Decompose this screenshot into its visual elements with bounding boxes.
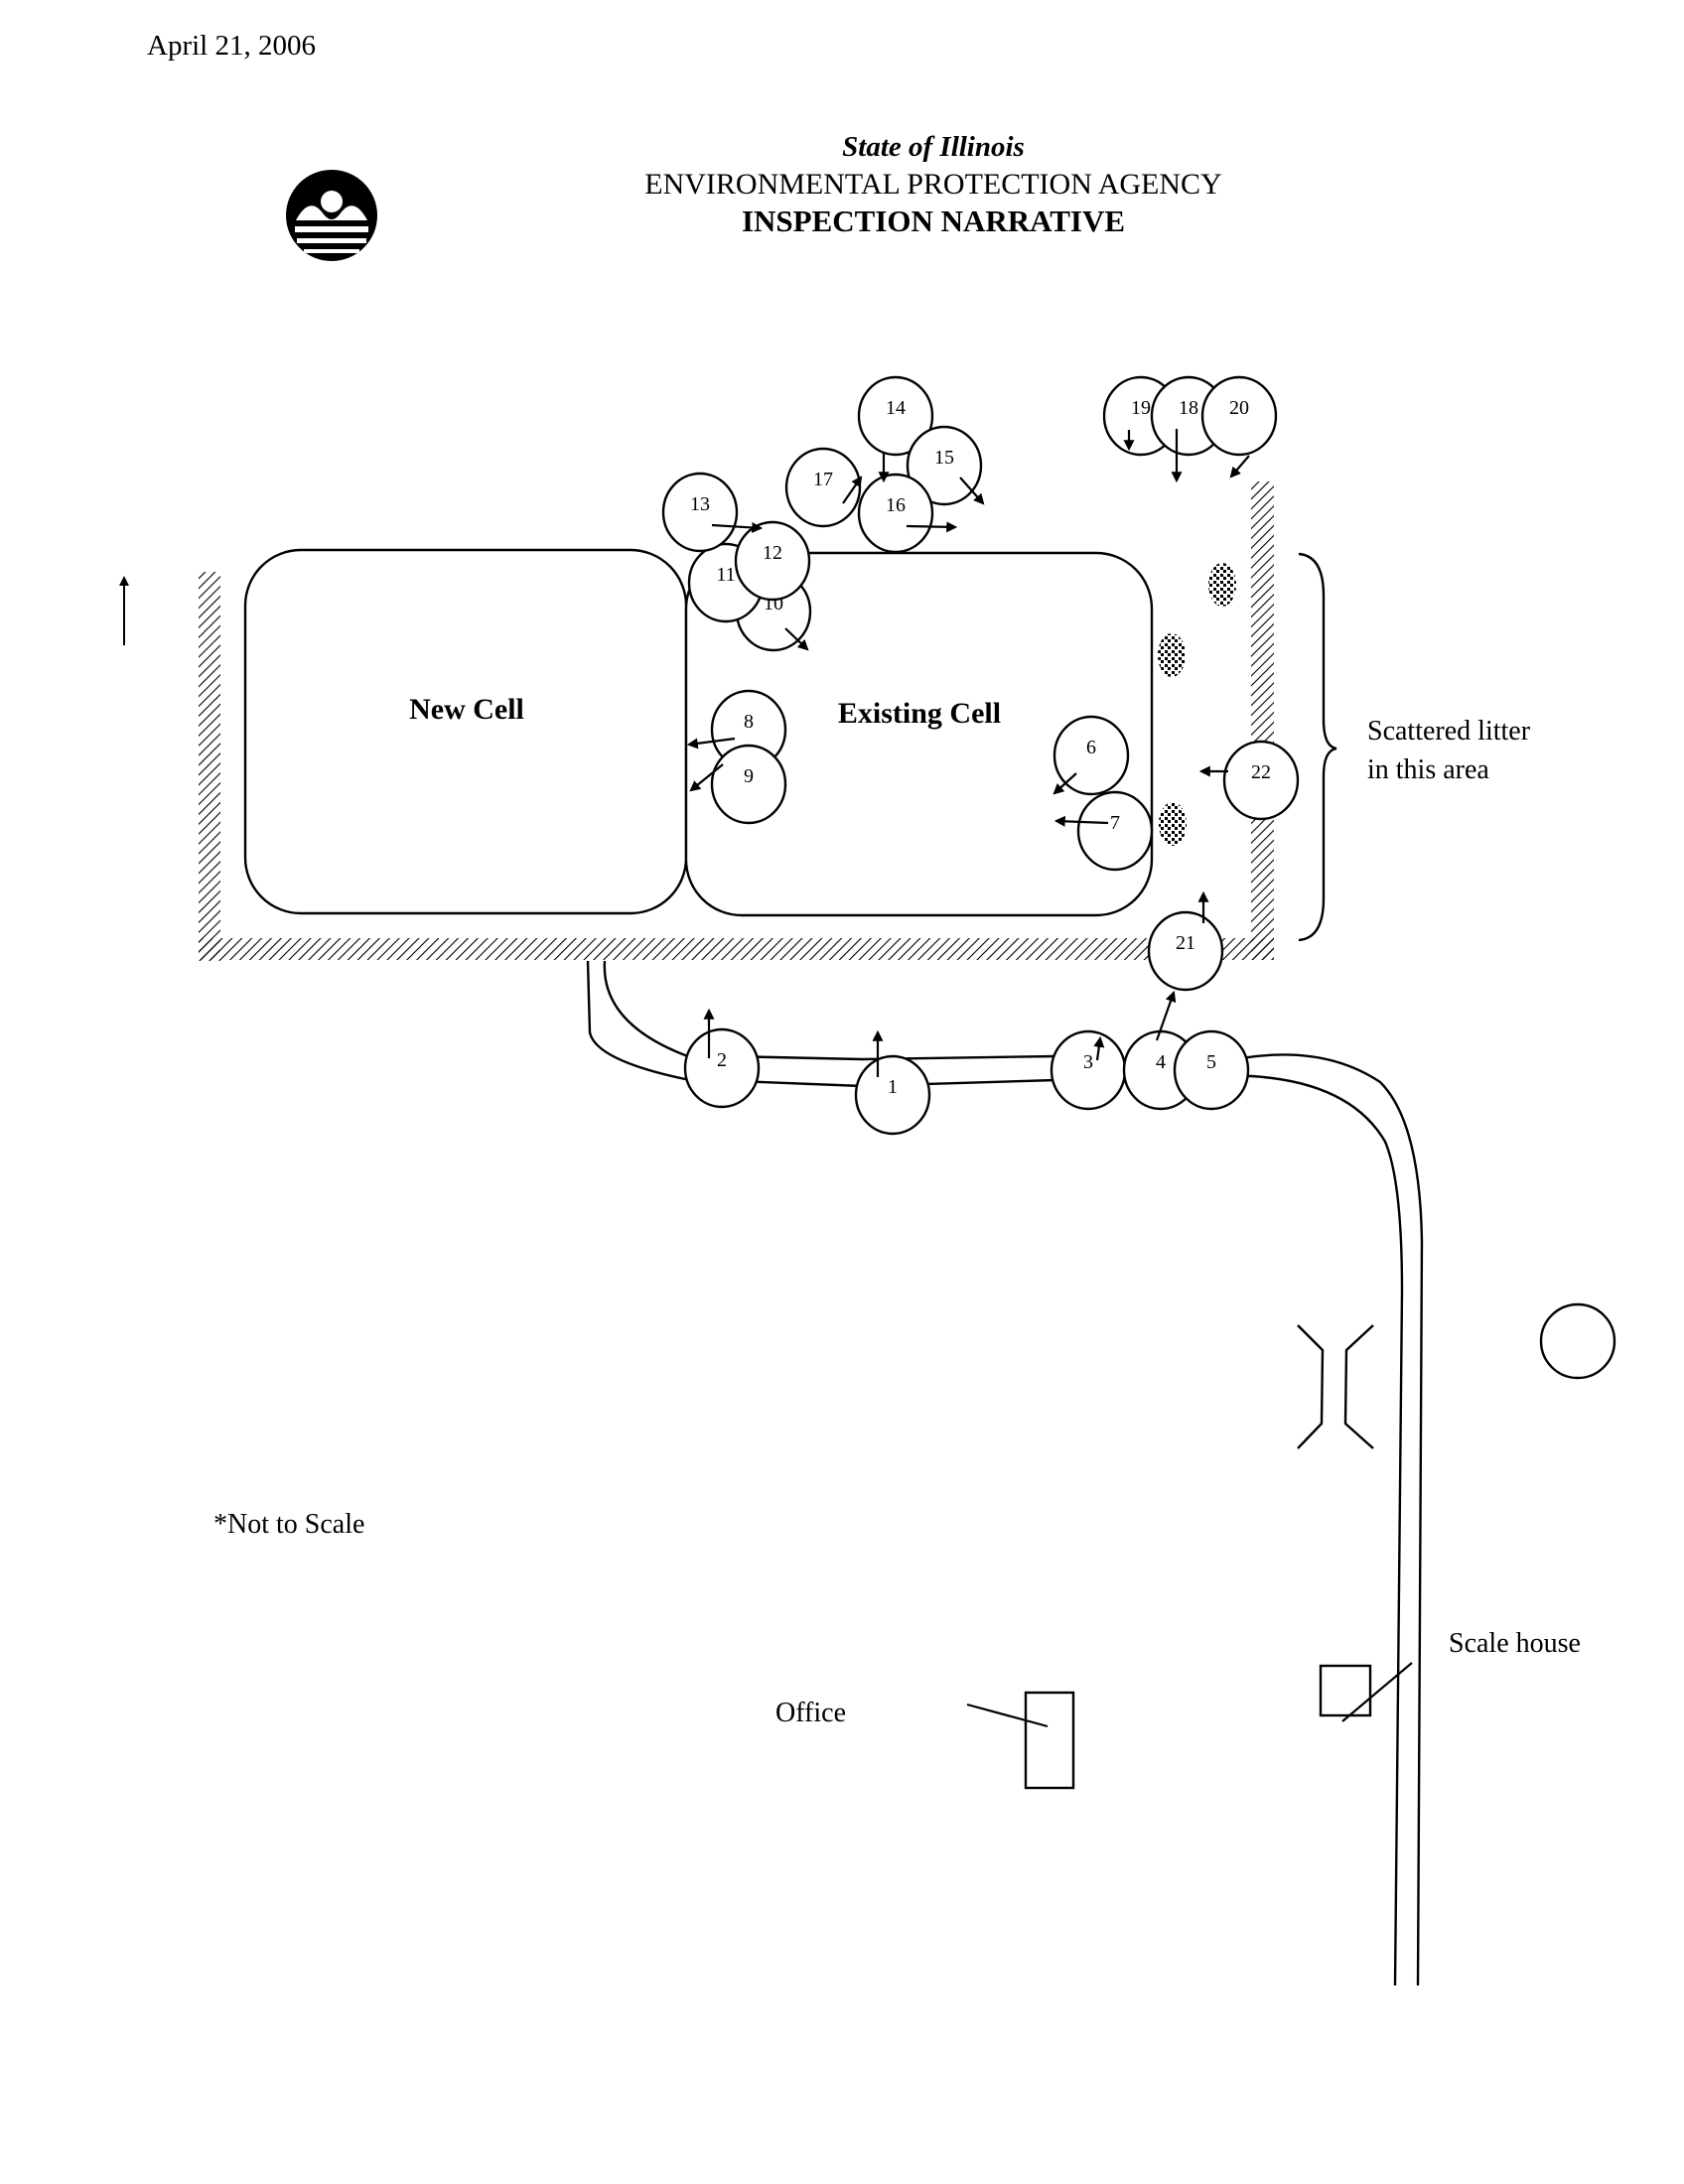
photo-point-number: 8 bbox=[744, 711, 754, 733]
photo-point-6: 6 bbox=[1052, 715, 1130, 796]
photo-point-number: 17 bbox=[813, 469, 833, 490]
perimeter-hatch-left bbox=[199, 572, 220, 961]
existing-cell-label: Existing Cell bbox=[838, 697, 1001, 730]
document-date: April 21, 2006 bbox=[147, 30, 316, 62]
photo-point-circle bbox=[1076, 790, 1154, 872]
photo-direction-arrow-icon bbox=[1053, 815, 1109, 827]
photo-direction-arrow-icon bbox=[1093, 1035, 1105, 1061]
photo-point-17: 17 bbox=[784, 447, 862, 528]
photo-point-3: 3 bbox=[1050, 1029, 1127, 1111]
perimeter-hatch-bottom bbox=[199, 938, 1274, 960]
photo-direction-arrow-icon bbox=[689, 763, 724, 792]
round-structure bbox=[1539, 1302, 1616, 1380]
photo-point-circle bbox=[661, 472, 739, 553]
photo-point-number: 13 bbox=[690, 493, 710, 515]
illinois-epa-logo-icon bbox=[286, 170, 377, 261]
photo-point-number: 22 bbox=[1251, 761, 1271, 783]
photo-point-number: 9 bbox=[744, 765, 754, 787]
litter-patches bbox=[1158, 563, 1236, 846]
photo-point-number: 15 bbox=[934, 447, 954, 469]
photo-point-circle bbox=[1173, 1029, 1250, 1111]
litter-note-line-1: Scattered litter bbox=[1367, 716, 1531, 747]
new-cell bbox=[243, 548, 688, 915]
photo-direction-arrow-icon bbox=[1155, 990, 1177, 1041]
photo-direction-arrow-icon bbox=[906, 521, 958, 533]
photo-point-1: 1 bbox=[854, 1054, 931, 1136]
photo-point-number: 2 bbox=[717, 1049, 727, 1071]
photo-point-22: 22 bbox=[1222, 740, 1300, 821]
photo-point-circle bbox=[857, 375, 934, 457]
photo-point-7: 7 bbox=[1076, 790, 1154, 872]
scale-house-label: Scale house bbox=[1449, 1628, 1581, 1659]
photo-point-5: 5 bbox=[1173, 1029, 1250, 1111]
photo-direction-arrow-icon bbox=[1052, 772, 1077, 795]
photo-point-number: 3 bbox=[1083, 1051, 1093, 1073]
photo-point-circle bbox=[906, 425, 983, 506]
photo-direction-arrow-icon bbox=[959, 477, 985, 505]
photo-point-number: 7 bbox=[1110, 812, 1120, 834]
photo-point-20: 20 bbox=[1200, 375, 1278, 457]
photo-point-number: 5 bbox=[1206, 1051, 1216, 1073]
photo-direction-arrow-icon bbox=[842, 476, 863, 504]
scale-house-leader bbox=[1341, 1662, 1413, 1722]
photo-point-circle bbox=[857, 473, 934, 554]
photo-point-21: 21 bbox=[1147, 910, 1224, 992]
photo-point-number: 6 bbox=[1086, 737, 1096, 758]
photo-point-14: 14 bbox=[857, 375, 934, 457]
litter-note-line-2: in this area bbox=[1367, 754, 1489, 785]
header-state: State of Illinois bbox=[842, 131, 1025, 163]
photo-direction-arrow-icon bbox=[784, 627, 809, 651]
photo-point-number: 19 bbox=[1131, 397, 1151, 419]
photo-point-circle bbox=[1147, 910, 1224, 992]
photo-point-number: 11 bbox=[716, 564, 735, 586]
photo-point-circle bbox=[854, 1054, 931, 1136]
photo-point-2: 2 bbox=[683, 1027, 761, 1109]
office-label: Office bbox=[775, 1698, 846, 1728]
new-cell-label: New Cell bbox=[409, 693, 524, 726]
access-road bbox=[586, 960, 1424, 1986]
photo-point-number: 18 bbox=[1179, 397, 1198, 419]
photo-point-15: 15 bbox=[906, 425, 983, 506]
photo-point-16: 16 bbox=[857, 473, 934, 554]
scale-note: *Not to Scale bbox=[213, 1509, 364, 1540]
photo-direction-arrow-icon bbox=[711, 521, 764, 533]
photo-point-number: 4 bbox=[1156, 1051, 1166, 1073]
photo-direction-arrow-icon bbox=[1229, 455, 1250, 478]
photo-point-circle bbox=[734, 520, 811, 602]
photo-point-circle bbox=[1052, 715, 1130, 796]
photo-point-number: 14 bbox=[886, 397, 906, 419]
photo-direction-arrow-icon bbox=[686, 737, 736, 750]
office-leader bbox=[966, 1703, 1049, 1728]
photo-point-12: 12 bbox=[734, 520, 811, 602]
gate-icon bbox=[1297, 1324, 1374, 1449]
document-header: State of Illinois ENVIRONMENTAL PROTECTI… bbox=[556, 129, 1311, 239]
photo-point-number: 16 bbox=[886, 494, 906, 516]
header-agency: ENVIRONMENTAL PROTECTION AGENCY bbox=[644, 168, 1222, 201]
photo-point-circle bbox=[710, 744, 787, 825]
litter-area-bracket bbox=[1298, 552, 1337, 942]
photo-point-9: 9 bbox=[710, 744, 787, 825]
photo-point-number: 20 bbox=[1229, 397, 1249, 419]
scale-house bbox=[1319, 1664, 1372, 1717]
office-building bbox=[1024, 1691, 1075, 1790]
photo-point-number: 1 bbox=[888, 1076, 898, 1098]
photo-point-number: 12 bbox=[763, 542, 782, 564]
photo-point-number: 21 bbox=[1176, 932, 1195, 954]
photo-point-circle bbox=[1200, 375, 1278, 457]
perimeter-hatch-right bbox=[1251, 481, 1274, 960]
photo-point-13: 13 bbox=[661, 472, 739, 553]
photo-point-circle bbox=[683, 1027, 761, 1109]
header-title: INSPECTION NARRATIVE bbox=[741, 204, 1126, 238]
photo-point-circle bbox=[1222, 740, 1300, 821]
